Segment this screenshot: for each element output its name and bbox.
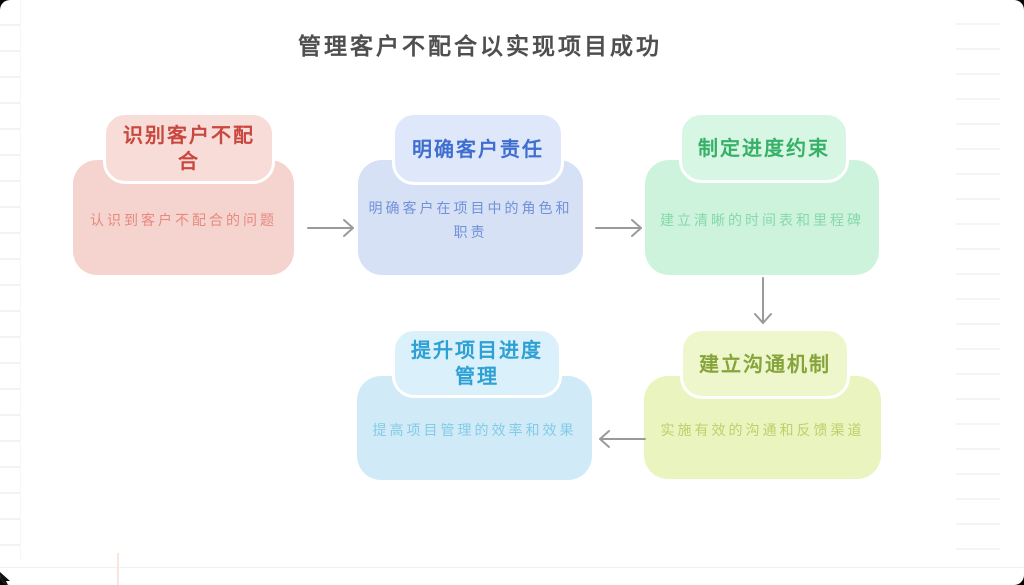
node-header-box: 识别客户不配合 [103,112,275,184]
node-header-box: 提升项目进度管理 [392,328,562,398]
node-header-label: 建立沟通机制 [699,351,831,376]
node-improve-schedule-management: 提高项目管理的效率和效果 提升项目进度管理 [357,328,592,480]
node-body-label: 实施有效的沟通和反馈渠道 [660,422,865,439]
node-header-box: 制定进度约束 [679,112,849,183]
ruled-margin-right [956,0,1000,560]
flow-arrow-right-1 [307,219,354,237]
diagram-title: 管理客户不配合以实现项目成功 [298,34,662,60]
mouse-cursor-icon [0,572,10,585]
flow-arrow-left-4 [599,430,646,448]
page-bottom-line [0,567,1024,568]
node-header-label: 识别客户不配合 [123,123,255,173]
node-header-box: 明确客户责任 [392,112,564,185]
node-header-box: 建立沟通机制 [680,328,850,399]
node-schedule-constraints: 建立清晰的时间表和里程碑 制定进度约束 [645,112,879,275]
node-header-label: 明确客户责任 [412,136,544,161]
node-header-label: 提升项目进度管理 [411,338,543,388]
node-body-label: 认识到客户不配合的问题 [90,212,277,229]
node-body-label: 建立清晰的时间表和里程碑 [660,212,864,229]
node-body-label: 提高项目管理的效率和效果 [372,423,577,440]
node-identify-noncooperation: 认识到客户不配合的问题 识别客户不配合 [73,112,294,275]
ruled-margin-left [0,0,21,560]
node-communication-mechanism: 实施有效的沟通和反馈渠道 建立沟通机制 [644,328,881,479]
node-header-label: 制定进度约束 [698,135,830,160]
node-clarify-responsibility: 明确客户在项目中的角色和职责 明确客户责任 [358,112,583,275]
flow-arrow-down-3 [754,277,772,324]
flow-arrow-right-2 [595,219,642,237]
node-body-label: 明确客户在项目中的角色和职责 [368,200,573,241]
page-accent-line [117,553,119,585]
